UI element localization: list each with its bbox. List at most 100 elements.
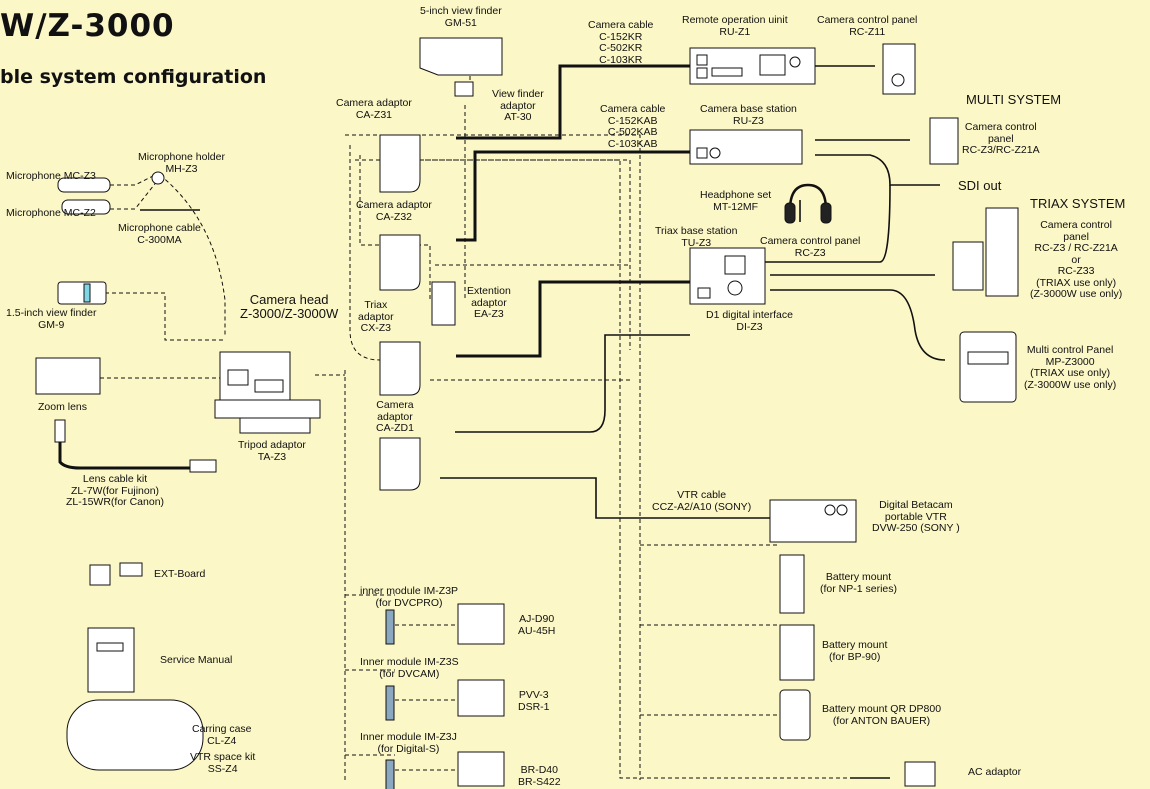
- label-line: (for DVCAM): [379, 667, 440, 680]
- label-line: (for NP-1 series): [820, 582, 898, 595]
- label-line: MT-12MF: [713, 200, 759, 213]
- label-line: Digital Betacam: [879, 499, 953, 511]
- vf-15-shape: [57, 281, 107, 305]
- label-line: CA-ZD1: [376, 422, 414, 434]
- label-line: Z-3000/Z-3000W: [240, 306, 339, 321]
- label-line: Microphone MC-Z2: [6, 207, 96, 219]
- label-line: Service Manual: [160, 654, 233, 666]
- label-line: (for ANTON BAUER): [832, 714, 931, 727]
- label-line: (TRIAX use only): [1030, 367, 1111, 379]
- label-line: BR-S422: [518, 775, 561, 788]
- label-line: PVV-3: [518, 689, 549, 701]
- label-line: Camera: [376, 399, 414, 411]
- batt-qr-shape: [779, 689, 811, 741]
- batt-np1-shape: [779, 554, 805, 614]
- thick-cables: [58, 64, 690, 470]
- label-line: portable VTR: [884, 510, 947, 523]
- viewfinder-5-shape: [419, 37, 503, 76]
- vtr-digital-s-shape: [457, 751, 505, 787]
- label-line: RC-Z3 / RC-Z21A: [1034, 242, 1118, 254]
- label-line: Inner module IM-Z3S: [360, 656, 459, 668]
- label-line: AJ-D90: [519, 613, 555, 625]
- label-line: ZL-7W(for Fujinon): [70, 484, 160, 497]
- label-batt-np1: Battery mount(for NP-1 series): [820, 571, 898, 595]
- label-line: GM-9: [38, 318, 65, 331]
- headphone-shape: [788, 183, 828, 211]
- page-subtitle: ble system configuration: [0, 66, 267, 88]
- label-line: panel: [1063, 230, 1089, 243]
- label-line: Triax base station: [655, 225, 738, 237]
- label-line: Battery mount: [825, 571, 892, 583]
- label-batt-qr: Battery mount QR DP800(for ANTON BAUER): [822, 703, 942, 727]
- label-line: CA-Z31: [355, 108, 393, 121]
- batt-bp90-shape: [779, 624, 815, 681]
- ext-adaptor-shape: [431, 281, 456, 326]
- dashed-links: [100, 55, 850, 780]
- label-line: RC-Z3/RC-Z21A: [962, 144, 1040, 156]
- label-mod-digital-s: Inner module IM-Z3J(for Digital-S): [360, 731, 457, 755]
- label-line: Headphone set: [700, 189, 772, 201]
- label-line: Microphone MC-Z3: [6, 170, 96, 182]
- ext-board-b-shape: [119, 562, 143, 577]
- label-line: Remote operation uinit: [682, 14, 788, 26]
- label-line: Battery mount QR DP800: [822, 703, 942, 715]
- label-line: 5-inch view finder: [420, 5, 502, 17]
- section-sdi-out: SDI out: [958, 178, 1002, 193]
- label-line: adaptor: [471, 296, 507, 309]
- label-line: 1.5-inch view finder: [6, 307, 97, 319]
- label-line: TA-Z3: [257, 450, 287, 463]
- label-line: Camera control panel: [760, 235, 861, 247]
- label-line: CL-Z4: [207, 734, 237, 747]
- label-ac-adaptor: AC adaptor: [968, 766, 1021, 779]
- tripod-adaptor-shape: [239, 417, 311, 434]
- label-line: or: [1071, 253, 1081, 266]
- label-line: Camera head: [249, 292, 329, 307]
- ccp-triax-a-shape: [952, 241, 984, 291]
- thin-cables: [140, 65, 946, 779]
- label-line: (Z-3000W use only): [1030, 288, 1123, 300]
- label-line: Camera control: [1040, 219, 1112, 231]
- label-zoom-lens: Zoom lens: [38, 401, 87, 414]
- label-line: C-502KR: [599, 42, 643, 54]
- vtr-dvcam-shape: [457, 679, 505, 717]
- label-line: C-152KAB: [607, 114, 658, 127]
- brand-title: W/Z-3000: [0, 8, 175, 44]
- ac-adaptor-shape: [904, 761, 936, 787]
- label-line: VTR cable: [677, 489, 727, 501]
- label-line: BR-D40: [520, 764, 558, 776]
- label-line: Camera control: [964, 121, 1037, 133]
- label-mod-dvcpro: inner module IM-Z3P(for DVCPRO): [360, 585, 459, 609]
- label-mod-dvcam: Inner module IM-Z3S(for DVCAM): [360, 656, 459, 680]
- adaptor-ca-z31-shape: [379, 134, 421, 193]
- zoom-lens-shape: [35, 357, 101, 395]
- label-line: Camera adaptor: [356, 199, 432, 211]
- label-line: ZL-15WR(for Canon): [66, 496, 165, 508]
- label-line: DSR-1: [518, 700, 550, 713]
- label-line: CCZ-A2/A10 (SONY): [652, 500, 752, 513]
- label-line: Battery mount: [822, 639, 888, 651]
- label-line: inner module IM-Z3P: [360, 585, 459, 597]
- label-line: DI-Z3: [736, 320, 763, 333]
- label-line: EA-Z3: [474, 308, 504, 320]
- label-line: Camera control panel: [817, 14, 918, 26]
- label-line: VTR space kit: [190, 751, 256, 763]
- label-line: C-300MA: [137, 233, 182, 246]
- label-line: (Z-3000W use only): [1024, 378, 1117, 391]
